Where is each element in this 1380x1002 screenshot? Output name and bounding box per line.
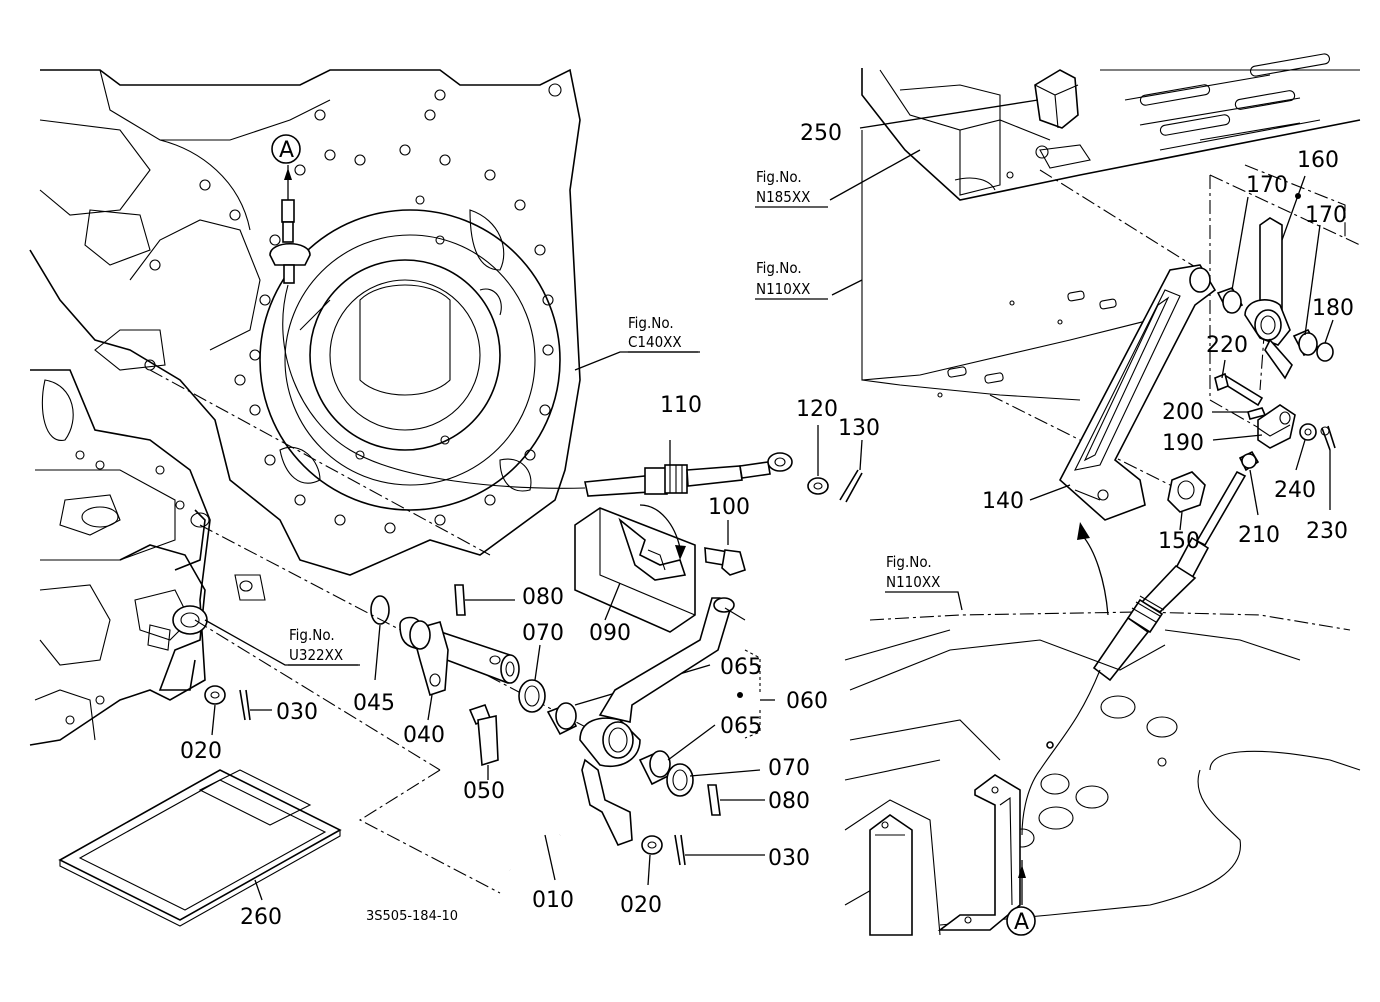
fig-n110-mid-label: Fig.No. xyxy=(886,553,932,571)
floor-plate xyxy=(844,629,1361,936)
fig-ref-leaders-left xyxy=(204,351,700,666)
transmission-housing xyxy=(29,68,581,746)
label-020-left: 020 xyxy=(180,739,222,764)
cable-assembly-110 xyxy=(584,440,793,497)
rod-010 xyxy=(497,812,601,881)
pin-030-left xyxy=(239,689,272,721)
pin-200 xyxy=(1212,407,1267,420)
label-110: 110 xyxy=(660,393,702,418)
drawing-code: 3S505-184-10 xyxy=(366,909,458,924)
label-070-top: 070 xyxy=(522,621,564,646)
label-150: 150 xyxy=(1158,529,1200,554)
pin-230 xyxy=(1320,425,1336,510)
label-080-bottom: 080 xyxy=(768,789,810,814)
bracket-140 xyxy=(1029,264,1217,521)
pin-130 xyxy=(839,439,863,503)
bolt-220 xyxy=(1214,359,1264,407)
label-170-right: 170 xyxy=(1305,203,1347,228)
joint-190 xyxy=(1212,404,1296,449)
pin-080-top xyxy=(454,584,515,616)
washer-120 xyxy=(807,425,829,495)
label-260: 260 xyxy=(240,905,282,930)
label-250: 250 xyxy=(800,121,842,146)
callout-a-top-label: A xyxy=(279,138,294,163)
label-210: 210 xyxy=(1238,523,1280,548)
label-090: 090 xyxy=(589,621,631,646)
label-030-right: 030 xyxy=(768,846,810,871)
label-030-left: 030 xyxy=(276,700,318,725)
label-070-bottom: 070 xyxy=(768,756,810,781)
cable-callout-a-top xyxy=(269,134,586,489)
fig-n110-top-code: N110XX xyxy=(756,280,810,298)
label-140: 140 xyxy=(982,489,1024,514)
label-020-right: 020 xyxy=(620,893,662,918)
nut-210 xyxy=(1238,450,1260,516)
label-065-bottom: 065 xyxy=(720,714,762,739)
side-panel xyxy=(829,130,1151,401)
operator-platform xyxy=(859,53,1361,201)
fig-ref-underlines xyxy=(288,206,963,666)
cable-assembly-right xyxy=(1021,470,1247,836)
manual-260 xyxy=(58,769,342,927)
label-080-top: 080 xyxy=(522,585,564,610)
washer-020-right xyxy=(641,835,663,886)
label-120: 120 xyxy=(796,397,838,422)
label-010: 010 xyxy=(532,888,574,913)
cable-callout-a-bottom xyxy=(1006,860,1036,936)
label-045: 045 xyxy=(353,691,395,716)
clip-180 xyxy=(1316,319,1334,362)
washer-070-top xyxy=(518,644,546,713)
fig-n110-top-label: Fig.No. xyxy=(756,259,802,277)
label-060: 060 xyxy=(786,689,828,714)
label-190: 190 xyxy=(1162,431,1204,456)
pedal-arm-060 xyxy=(579,597,746,846)
label-100: 100 xyxy=(708,495,750,520)
label-065-top: 065 xyxy=(720,655,762,680)
label-040: 040 xyxy=(403,723,445,748)
label-200: 200 xyxy=(1162,400,1204,425)
callout-a-bottom-label: A xyxy=(1014,910,1029,935)
washer-240 xyxy=(1295,423,1317,471)
pin-030-right xyxy=(674,834,765,866)
shift-shaft-040 xyxy=(399,616,520,721)
bracket-090 xyxy=(574,504,696,633)
part-number-labels: 110 120 130 100 080 070 090 065 060 065 … xyxy=(180,121,1354,930)
label-050: 050 xyxy=(463,779,505,804)
fig-c140-code: C140XX xyxy=(628,333,682,351)
label-180: 180 xyxy=(1312,296,1354,321)
fig-u322-code: U322XX xyxy=(289,646,343,664)
lever-160 xyxy=(1244,175,1306,380)
fig-c140-label: Fig.No. xyxy=(628,314,674,332)
label-220: 220 xyxy=(1206,333,1248,358)
label-230: 230 xyxy=(1306,519,1348,544)
bolt-050 xyxy=(468,703,499,780)
bracket-060-group xyxy=(737,649,775,739)
bushing-170-left xyxy=(1216,196,1249,314)
bushing-065-bottom xyxy=(638,724,716,786)
bushing-170-right xyxy=(1292,224,1321,357)
fig-u322-label: Fig.No. xyxy=(289,626,335,644)
bolt-100 xyxy=(704,520,746,576)
label-240: 240 xyxy=(1274,478,1316,503)
washer-020-left xyxy=(204,685,226,736)
fig-n185-label: Fig.No. xyxy=(756,168,802,186)
fig-n185-code: N185XX xyxy=(756,188,810,206)
o-ring-045 xyxy=(370,595,390,681)
fig-n110-mid-code: N110XX xyxy=(886,573,940,591)
label-170-left: 170 xyxy=(1246,173,1288,198)
fig-ref-labels: Fig.No. C140XX Fig.No. U322XX Fig.No. N1… xyxy=(289,168,940,664)
washer-070-bottom xyxy=(666,763,761,797)
collar-150 xyxy=(1167,471,1206,531)
label-130: 130 xyxy=(838,416,880,441)
pin-080-bottom xyxy=(707,784,765,816)
label-160: 160 xyxy=(1297,148,1339,173)
